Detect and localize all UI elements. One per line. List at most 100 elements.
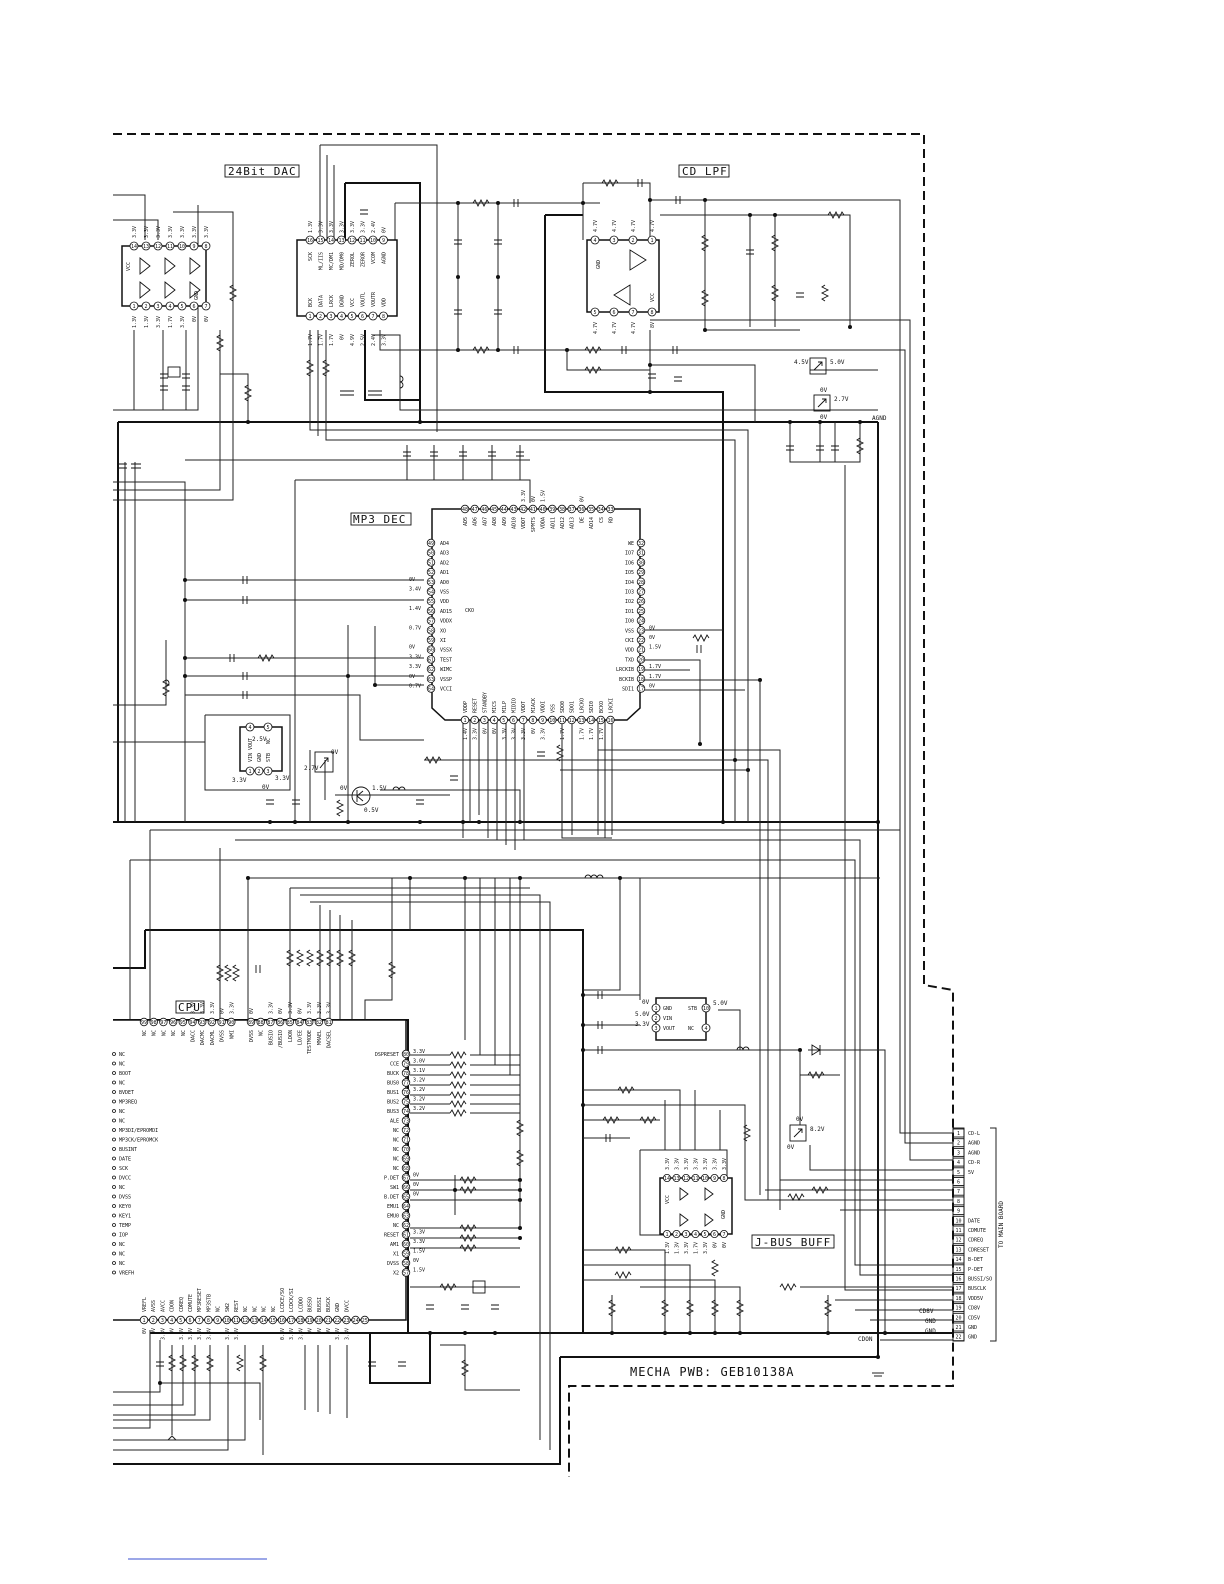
jbus-pin-volt: 3.3V (703, 1158, 709, 1170)
mp3-left-name: XI (440, 638, 446, 644)
connector-pin-number: 8 (957, 1199, 960, 1205)
pin-number: 13 (143, 244, 149, 250)
pin-number: 62 (428, 667, 434, 673)
jbus-block-label: J-BUS BUFF (751, 1234, 835, 1249)
pin-circle (528, 715, 538, 725)
cpu-top-volt: 0V (278, 1008, 284, 1014)
pin-circle (672, 1174, 681, 1183)
pin-number: 20 (316, 1318, 322, 1324)
pin-circle (194, 1315, 204, 1325)
pin-number: 5 (502, 718, 505, 724)
cpu-bot-volt: 3.3V (225, 1328, 231, 1340)
cpu-left-name: VREFH (119, 1271, 134, 1277)
pin-circle (401, 1059, 411, 1068)
connector-pin-label: CDMUTE (968, 1228, 986, 1234)
pin-circle (609, 235, 619, 245)
connector-pin-box (952, 1293, 965, 1303)
pin-number: 8 (722, 1176, 725, 1182)
mp3-cko: CKO (465, 608, 474, 614)
pin-number: 1 (654, 1006, 657, 1012)
cpu-right-volt: 3.3V (413, 1049, 425, 1055)
pin-number: 6 (188, 1318, 191, 1324)
cpu-bot-name: AVSS (151, 1300, 157, 1312)
pin-number: 39 (549, 507, 555, 513)
regcpu-body (655, 997, 707, 1041)
buf-pin-volt: 3.3V (204, 226, 210, 238)
pin-circle (426, 538, 436, 548)
pin-circle (509, 715, 518, 725)
pin-circle (296, 1315, 305, 1325)
cpu-bot-name: AVCC (160, 1300, 166, 1312)
cpu-left-name: KEY1 (119, 1214, 131, 1220)
cpu-right-name: EMU1 (387, 1204, 399, 1210)
pin-circle (277, 1315, 287, 1325)
connector-pin-number: 22 (955, 1335, 961, 1341)
cpu-right-volt: 0V (413, 1258, 419, 1264)
connector-pin-box (952, 1138, 965, 1148)
cpu-left-pin (112, 1090, 116, 1094)
cpu-bot-volt: 0V (317, 1328, 323, 1334)
cpu-bot-name: NC (271, 1306, 277, 1312)
mp3-left-volt: 3.3V (409, 664, 421, 670)
pin-circle (305, 235, 315, 245)
pin-circle (651, 1013, 661, 1023)
buffer-triangle (679, 1213, 689, 1227)
pin-circle (213, 1315, 222, 1325)
jbus-gnd: GND (721, 1210, 727, 1219)
cpu-bot-volt: 3.3V (298, 1328, 304, 1340)
cpu-left-name: DVSS (119, 1195, 131, 1201)
pin-circle (636, 645, 646, 654)
lpf-pin-volt: 4.7V (612, 220, 618, 232)
connector-pin-label: CD-R (968, 1160, 981, 1166)
regcpu-volt: 5.0V (635, 1011, 650, 1018)
pin-number: 5 (350, 314, 353, 320)
buf-pin-volt: 3.3V (168, 226, 174, 238)
pin-number: 58 (428, 628, 434, 634)
pin-number: 11 (233, 1318, 239, 1324)
pin-circle (254, 766, 264, 776)
buf-pin-volt: 3.3V (156, 316, 162, 328)
mp3-left-name: AD2 (440, 560, 449, 566)
pin-circle (647, 235, 657, 245)
pin-circle (246, 1017, 256, 1027)
mp3-right-name: IO6 (625, 560, 634, 566)
dac-pin-volt: 1.3V (308, 221, 314, 233)
regmp3-pin-name: GND (257, 753, 263, 762)
connector-pin-box (952, 1128, 965, 1138)
cpu-left-name: MP3DI/EPROMDI (119, 1128, 158, 1134)
cpu-bot-name: MP3RESET (197, 1288, 203, 1312)
cpu-bot-volt: 0V (326, 1328, 332, 1334)
pin-circle (314, 1017, 324, 1027)
pin-circle (636, 587, 646, 596)
pin-number: 15 (270, 1318, 276, 1324)
regcpu-pin-name: VOUT (663, 1026, 675, 1032)
pin-number: 29 (638, 570, 644, 576)
pin-circle (636, 606, 646, 616)
cpu-left-name: DATE (119, 1157, 131, 1163)
cpu-right-volt: 3.2V (413, 1097, 425, 1103)
connector-pin-box (952, 1322, 965, 1332)
cpu-bot-name: NC (262, 1306, 268, 1312)
pin-number: 64 (428, 687, 434, 693)
cpu-right-volt: 3.3V (413, 1230, 425, 1236)
pin-circle (201, 301, 211, 311)
cpu-bot-name: GND (335, 1303, 341, 1312)
pin-number: 13 (673, 1176, 679, 1182)
cpu-top-volt: 0V (298, 1008, 304, 1014)
cpu-bot-volt: 0V (142, 1328, 148, 1334)
dac-pin-name: VCOM (371, 252, 377, 264)
cdon-label: CDON (858, 1336, 873, 1343)
regmp3-body (239, 726, 283, 772)
jbus-pin-volt: 3.3V (684, 1242, 690, 1254)
cpu-right-volt: 3.2V (413, 1087, 425, 1093)
pin-circle (158, 1315, 167, 1325)
connector-pin-box (952, 1274, 965, 1283)
mp3-left-name: VSS (440, 590, 449, 596)
pin-circle (207, 1017, 217, 1027)
pin-number: 7 (198, 1318, 201, 1324)
pin-circle (165, 241, 175, 251)
mp3-right-name: BCKIB (619, 677, 634, 683)
pin-circle (256, 1017, 265, 1027)
